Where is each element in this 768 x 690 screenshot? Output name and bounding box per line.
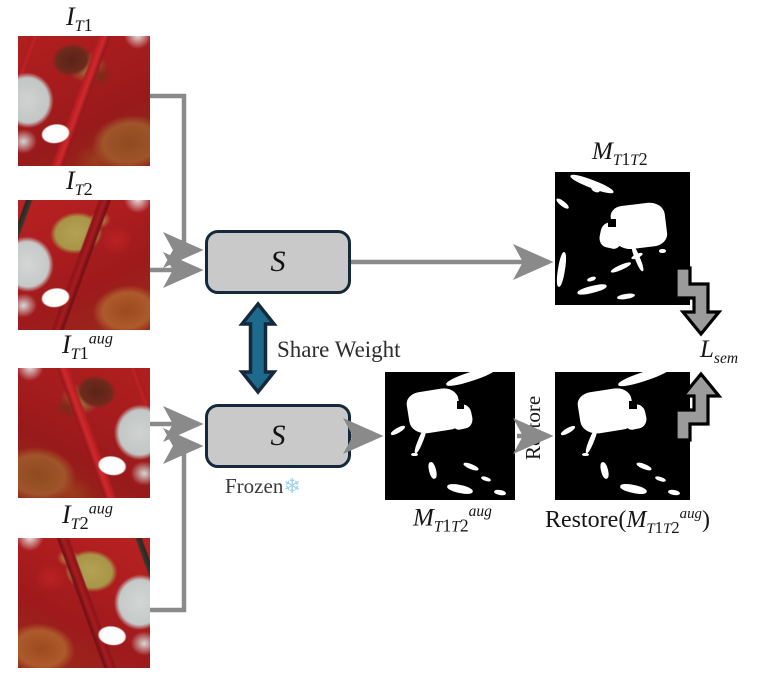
share-weight-arrow xyxy=(238,301,278,395)
segmentation-block-top-label: S xyxy=(270,245,286,278)
label-mask-m-t1t2: MT1T2 xyxy=(592,138,648,169)
input-image-t1 xyxy=(18,36,150,166)
edge-t2aug-to-s-bottom xyxy=(150,428,204,613)
label-input-t1: IT1 xyxy=(66,2,93,36)
label-input-t1-aug: IT1aug xyxy=(62,330,113,364)
input-image-t1-aug xyxy=(18,368,150,498)
mask-m-t1t2-restore xyxy=(555,372,690,500)
frozen-label: Frozen❄ xyxy=(225,474,301,499)
input-image-t2 xyxy=(18,200,150,330)
segmentation-block-bottom[interactable]: S xyxy=(205,404,351,468)
frozen-text: Frozen xyxy=(225,474,284,498)
input-image-t2-aug xyxy=(18,538,150,668)
segmentation-block-bottom-label: S xyxy=(270,419,286,452)
label-loss-sem: Lsem xyxy=(700,336,739,367)
label-input-t2-aug: IT2aug xyxy=(62,500,113,534)
edge-t1-to-s-top xyxy=(150,93,204,268)
mask-m-t1t2-aug xyxy=(385,372,515,500)
label-mask-m-t1t2-aug: MT1T2aug xyxy=(413,503,492,536)
label-mask-m-t1t2-restore: Restore(MT1T2aug) xyxy=(545,506,710,537)
segmentation-block-top[interactable]: S xyxy=(205,230,351,294)
mask-m-t1t2 xyxy=(555,172,690,305)
share-weight-label: Share Weight xyxy=(277,337,401,362)
restore-arrow-label: Restore xyxy=(521,395,545,460)
snowflake-icon: ❄ xyxy=(283,474,301,498)
label-input-t2: IT2 xyxy=(66,166,93,200)
